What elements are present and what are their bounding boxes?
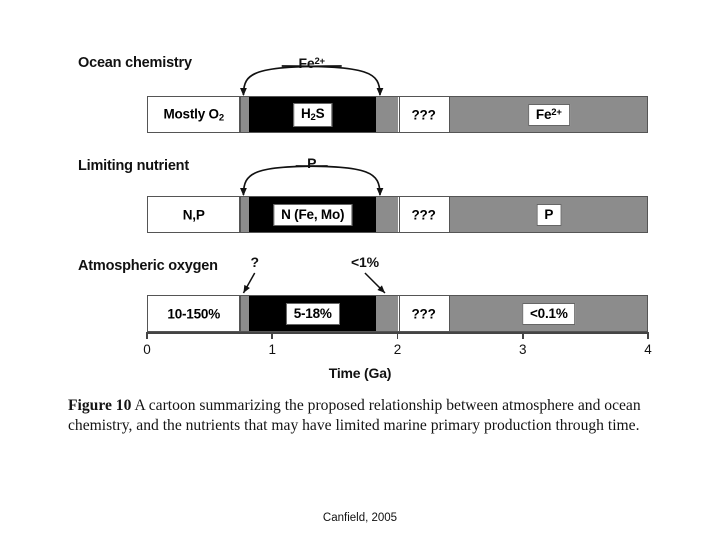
segment-label-unknown: ??? (411, 306, 436, 321)
segment-n-p (148, 197, 240, 232)
segment-divider (398, 296, 400, 331)
callout-question-mark: ? (250, 254, 260, 270)
segment-o2-10-150 (148, 296, 240, 331)
segment-divider (448, 296, 450, 331)
segment-label-fe2plus: Fe2+ (527, 103, 570, 126)
segment-transition-1 (239, 197, 250, 232)
segment-divider (448, 97, 450, 132)
segment-label-mostly-o2: Mostly O2 (163, 106, 224, 123)
caption-text: A cartoon summarizing the proposed relat… (68, 397, 641, 435)
segment-unknown (398, 296, 449, 331)
segment-label-n-fe-mo: N (Fe, Mo) (273, 203, 353, 226)
x-axis-title: Time (Ga) (328, 365, 392, 381)
x-axis-tick-label-0: 0 (143, 342, 151, 357)
segment-divider (239, 197, 241, 232)
bracket-label-1: P (307, 155, 317, 171)
x-axis-tick-4 (647, 332, 649, 339)
segment-divider (398, 97, 400, 132)
segment-transition-2 (375, 197, 399, 232)
timeline-bar-0: Mostly O2 H2S??? Fe2+ (147, 96, 648, 133)
bracket-label-0: Fe2+ (298, 55, 326, 71)
segment-label-n-p: N,P (182, 207, 205, 222)
caption-label: Figure 10 (68, 397, 132, 414)
row-label-2: Atmospheric oxygen (78, 258, 218, 274)
segment-divider (398, 197, 400, 232)
segment-transition-2 (375, 296, 399, 331)
segment-transition-1 (239, 296, 250, 331)
x-axis-tick-2 (396, 332, 399, 339)
source-credit: Canfield, 2005 (322, 512, 398, 524)
figure-caption: Figure 10 A cartoon summarizing the prop… (68, 396, 668, 437)
timeline-bar-1: N,P N (Fe, Mo)??? P (147, 196, 648, 233)
segment-label-h2s: H2S (292, 102, 333, 127)
segment-unknown (398, 97, 449, 132)
segment-unknown (398, 197, 449, 232)
segment-label-phosphorus: P (536, 203, 562, 226)
segment-divider (239, 296, 241, 331)
row-label-0: Ocean chemistry (78, 55, 192, 71)
row-label-1: Limiting nutrient (78, 158, 189, 174)
x-axis-tick-3 (521, 332, 524, 339)
segment-divider (448, 197, 450, 232)
segment-label-unknown: ??? (411, 107, 436, 122)
x-axis-tick-label-4: 4 (644, 342, 652, 357)
segment-label-o2-10-150: 10-150% (167, 306, 221, 321)
segment-divider (239, 97, 241, 132)
x-axis-tick-label-2: 2 (393, 342, 402, 357)
x-axis-tick-1 (271, 332, 274, 339)
timeline-bar-2: 10-150% 5-18%??? <0.1% (147, 295, 648, 332)
segment-mostly-o2 (148, 97, 240, 132)
segment-transition-2 (375, 97, 399, 132)
segment-transition-1 (239, 97, 250, 132)
x-axis-tick-label-3: 3 (518, 342, 527, 357)
x-axis-tick-label-1: 1 (268, 342, 277, 357)
x-axis-tick-0 (146, 332, 148, 339)
segment-label-o2-5-18: 5-18% (285, 302, 340, 325)
segment-label-unknown: ??? (411, 207, 436, 222)
segment-label-o2-lt-01: <0.1% (521, 302, 576, 325)
callout-less-than-1pct: <1% (351, 254, 379, 270)
